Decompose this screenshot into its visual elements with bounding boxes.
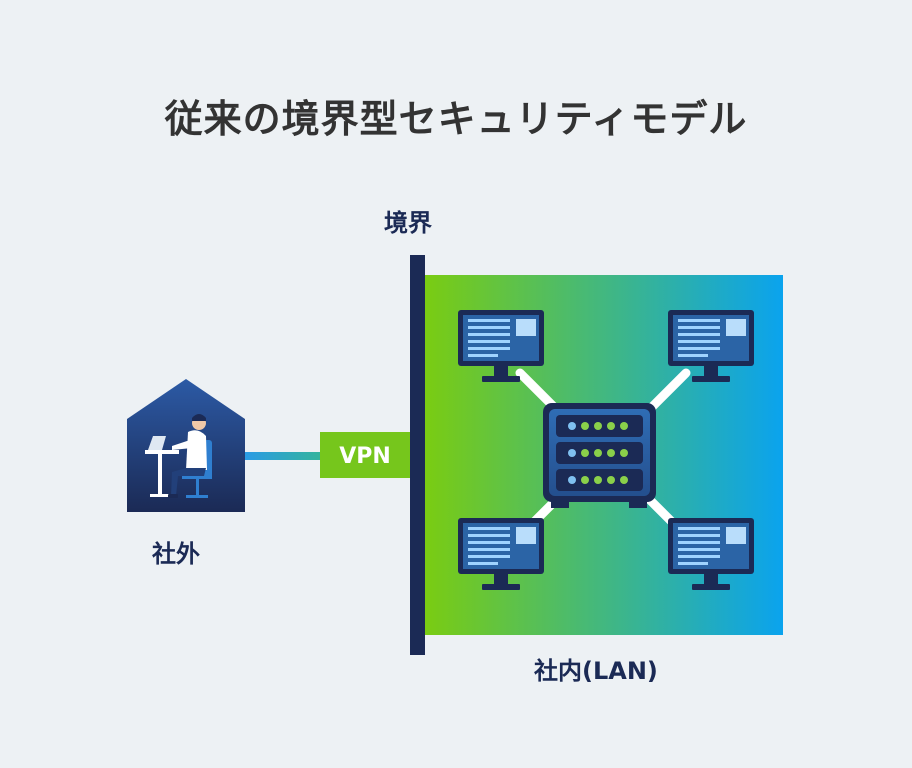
diagram-title: 従来の境界型セキュリティモデル [164, 97, 748, 141]
boundary-label: 境界 [384, 209, 432, 237]
boundary-wall [410, 255, 425, 655]
lan-label: 社内(LAN) [534, 657, 658, 685]
vpn-label: VPN [339, 444, 391, 469]
vpn-tag: VPN [320, 432, 410, 478]
vpn-connection-line [244, 452, 324, 460]
outside-label: 社外 [152, 540, 200, 568]
server-icon [543, 403, 656, 508]
house-with-remote-worker-icon [127, 379, 245, 512]
